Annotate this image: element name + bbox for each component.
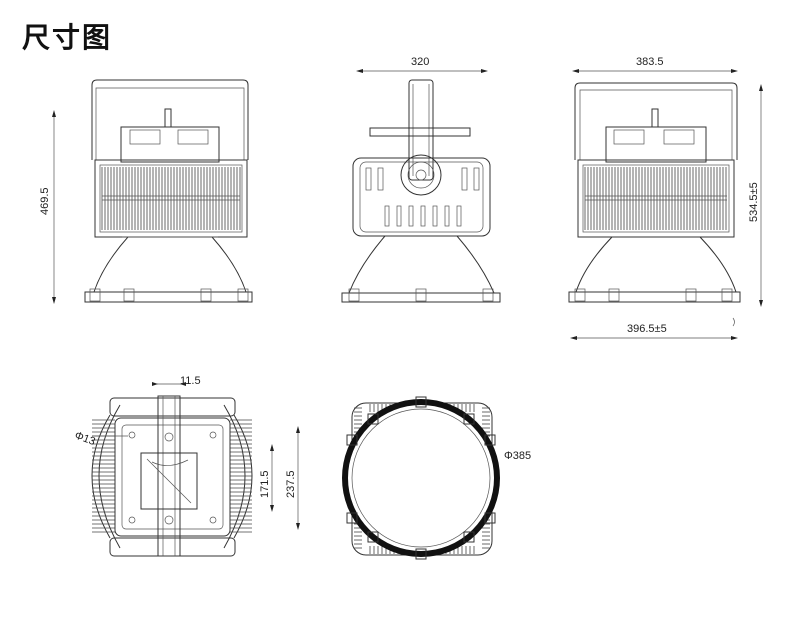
back-bottom-width-label: 396.5±5: [627, 323, 667, 335]
page-title: 尺寸图: [22, 21, 113, 54]
front-height-label: 469.5: [39, 187, 51, 215]
back-width-label: 383.5: [636, 56, 664, 68]
back-height-label: 534.5±5: [748, 182, 760, 222]
side-view: 320: [341, 56, 501, 303]
top-outer-label: 237.5: [285, 470, 297, 498]
bottom-view: Φ385: [342, 396, 531, 560]
top-slot-label: 11.5: [180, 375, 201, 387]
bottom-diameter-label: Φ385: [504, 450, 531, 462]
front-view: 469.5: [39, 79, 253, 304]
back-view: 383.5 534.5±5 396.5±5: [568, 56, 763, 340]
top-view: Φ13 11.5 171.5 237.5: [73, 375, 300, 557]
top-inner-label: 171.5: [259, 470, 271, 498]
side-width-label: 320: [411, 56, 429, 68]
